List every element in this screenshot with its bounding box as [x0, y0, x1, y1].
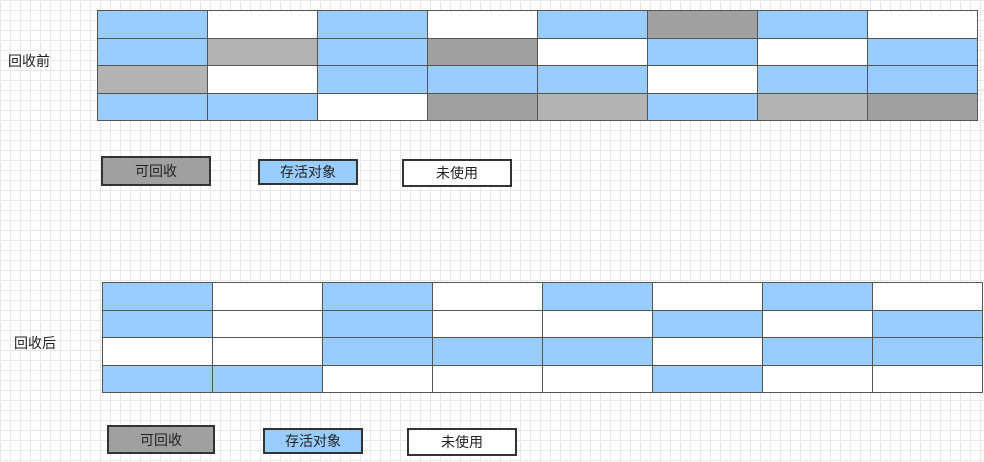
- after-cell-alive: [873, 310, 983, 338]
- before-cell-reclaimable-light: [538, 93, 648, 121]
- legend-reclaimable-before: 可回收: [101, 156, 211, 186]
- before-cell-alive: [428, 66, 538, 94]
- after-cell-unused: [763, 310, 873, 338]
- after-cell-unused: [543, 365, 653, 393]
- before-cell-reclaimable-light: [758, 93, 868, 121]
- legend-alive-after: 存活对象: [263, 428, 363, 454]
- before-cell-alive: [318, 11, 428, 39]
- after-cell-alive: [873, 338, 983, 366]
- after-cell-unused: [213, 338, 323, 366]
- before-cell-reclaimable-light: [208, 38, 318, 66]
- after-cell-alive: [103, 283, 213, 311]
- before-cell-alive: [648, 38, 758, 66]
- after-cell-unused: [653, 283, 763, 311]
- before-cell-alive: [98, 11, 208, 39]
- before-cell-alive: [758, 66, 868, 94]
- after-cell-alive: [323, 310, 433, 338]
- before-cell-unused: [868, 11, 978, 39]
- after-cell-alive: [763, 283, 873, 311]
- after-cell-unused: [873, 365, 983, 393]
- after-cell-alive: [653, 365, 763, 393]
- after-cell-alive: [103, 310, 213, 338]
- after-label: 回收后: [14, 336, 56, 352]
- before-cell-alive: [758, 11, 868, 39]
- after-cell-alive: [763, 338, 873, 366]
- after-cell-unused: [763, 365, 873, 393]
- before-label: 回收前: [8, 54, 50, 70]
- before-cell-alive: [648, 93, 758, 121]
- after-cell-alive: [103, 365, 213, 393]
- after-cell-unused: [433, 365, 543, 393]
- after-cell-unused: [103, 338, 213, 366]
- after-cell-alive: [433, 338, 543, 366]
- after-cell-unused: [653, 338, 763, 366]
- before-cell-unused: [648, 66, 758, 94]
- after-cell-unused: [433, 283, 543, 311]
- after-cell-alive: [323, 338, 433, 366]
- before-cell-alive: [868, 66, 978, 94]
- legend-unused-before: 未使用: [402, 159, 512, 187]
- before-cell-unused: [428, 11, 538, 39]
- after-cell-unused: [213, 310, 323, 338]
- before-cell-alive: [538, 66, 648, 94]
- before-cell-alive: [318, 66, 428, 94]
- after-cell-unused: [433, 310, 543, 338]
- before-cell-unused: [758, 38, 868, 66]
- after-cell-unused: [873, 283, 983, 311]
- before-cell-unused: [208, 66, 318, 94]
- before-cell-reclaimable-dark: [868, 93, 978, 121]
- after-cell-alive: [213, 365, 323, 393]
- memory-grid-before: [97, 10, 978, 121]
- after-cell-alive: [543, 283, 653, 311]
- memory-grid-after: [102, 282, 983, 393]
- after-cell-unused: [323, 365, 433, 393]
- before-cell-alive: [318, 38, 428, 66]
- before-cell-unused: [318, 93, 428, 121]
- before-cell-reclaimable-dark: [428, 38, 538, 66]
- legend-reclaimable-after: 可回收: [107, 425, 215, 454]
- after-cell-alive: [323, 283, 433, 311]
- before-cell-reclaimable-dark: [428, 93, 538, 121]
- after-cell-unused: [213, 283, 323, 311]
- legend-unused-after: 未使用: [407, 428, 517, 456]
- before-cell-reclaimable-dark: [648, 11, 758, 39]
- after-cell-unused: [543, 310, 653, 338]
- after-cell-alive: [653, 310, 763, 338]
- before-cell-alive: [538, 11, 648, 39]
- before-cell-unused: [208, 11, 318, 39]
- before-cell-unused: [538, 38, 648, 66]
- after-cell-alive: [543, 338, 653, 366]
- before-cell-reclaimable-light: [98, 66, 208, 94]
- before-cell-alive: [208, 93, 318, 121]
- legend-alive-before: 存活对象: [258, 159, 358, 185]
- before-cell-alive: [98, 93, 208, 121]
- before-cell-alive: [868, 38, 978, 66]
- before-cell-alive: [98, 38, 208, 66]
